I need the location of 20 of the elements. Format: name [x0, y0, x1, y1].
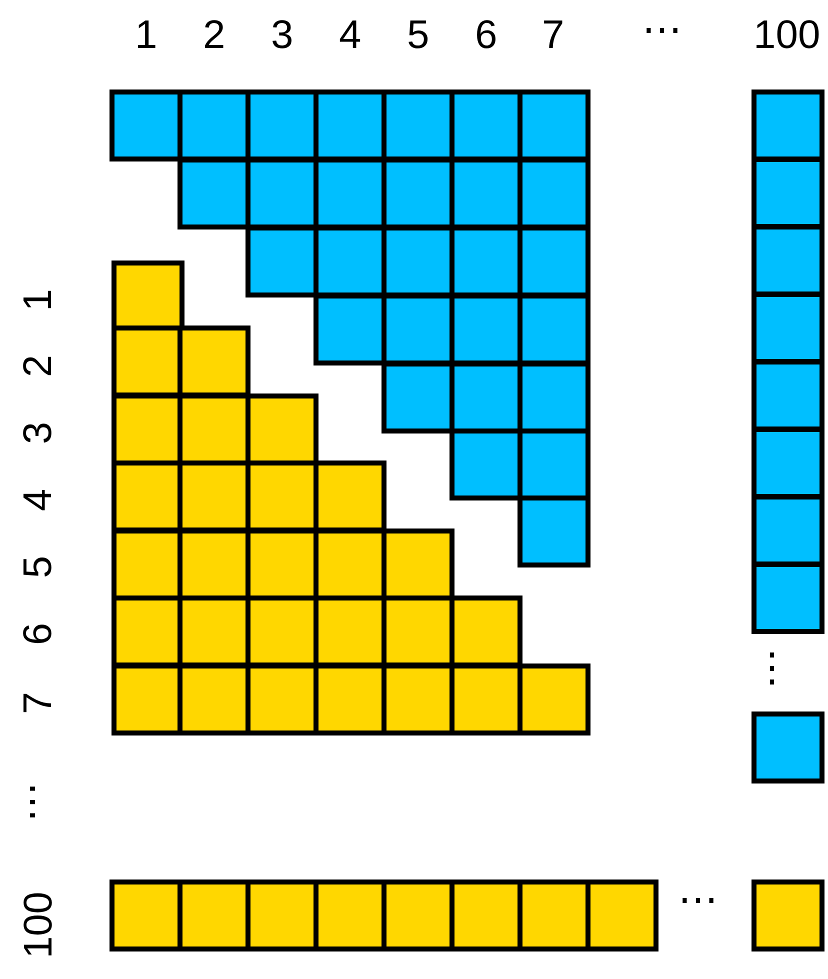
axis-number: 4	[339, 15, 362, 55]
ellipsis-mark: ⋯	[678, 880, 718, 920]
axis-number: 6	[18, 622, 58, 646]
axis-number: 1	[18, 288, 58, 312]
ellipsis-mark: ⋯	[12, 782, 52, 822]
axis-number: 100	[18, 892, 58, 958]
axis-number: 2	[203, 15, 226, 55]
axis-number: 3	[271, 15, 294, 55]
axis-number: 1	[135, 15, 158, 55]
axis-number: 4	[18, 488, 58, 512]
axis-number: 6	[475, 15, 498, 55]
axis-number: 2	[18, 354, 58, 378]
ellipsis-mark: ⋮	[752, 648, 792, 688]
axis-number: 7	[18, 692, 58, 714]
ellipsis-mark: ⋯	[642, 10, 682, 50]
axis-number: 100	[754, 15, 820, 55]
axis-number: 3	[18, 422, 58, 444]
axis-number: 5	[18, 556, 58, 578]
axis-number: 7	[542, 15, 564, 55]
axis-number: 5	[407, 15, 430, 55]
